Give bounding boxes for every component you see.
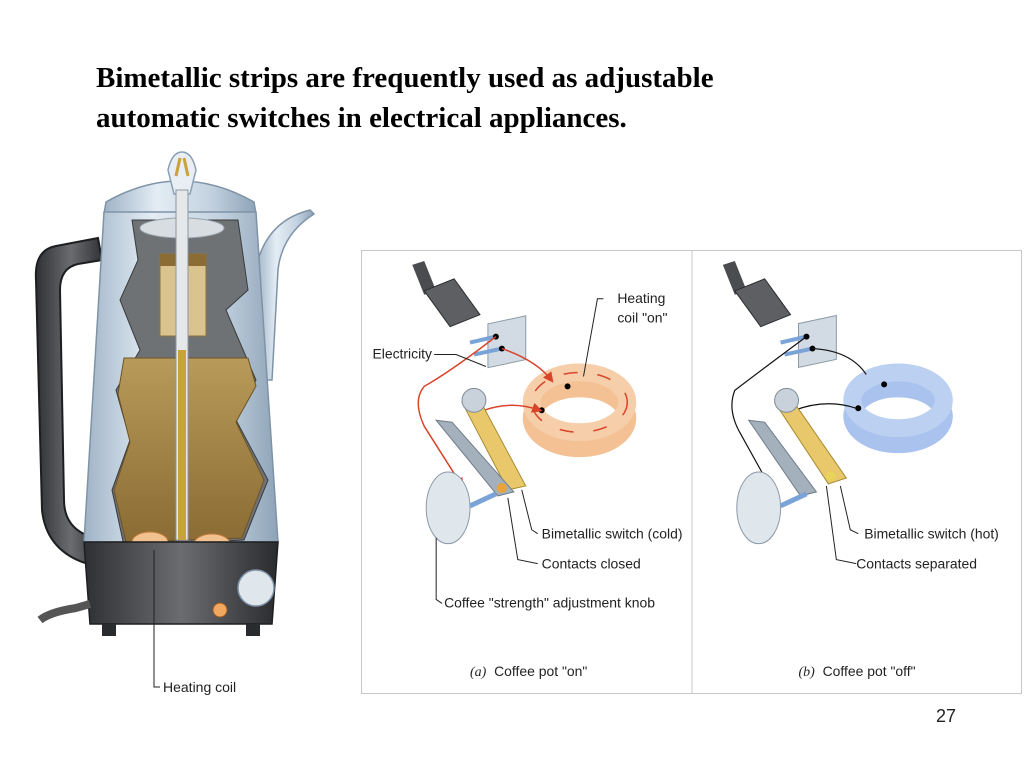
bimetallic-switch-hot-label: Bimetallic switch (hot): [864, 526, 999, 542]
percolator-cutaway-illustration: Heating coil: [20, 150, 350, 710]
panel-a-on: Heating coil "on" Electricity Bimetallic…: [372, 260, 683, 680]
slide-title: Bimetallic strips are frequently used as…: [96, 58, 916, 138]
heating-coil-on-label-line1: Heating: [617, 290, 665, 306]
contacts-closed-label: Contacts closed: [542, 556, 641, 572]
current-path-a: [501, 347, 554, 383]
caption-a-letter: (a): [470, 665, 487, 680]
slide-title-line-2: automatic switches in electrical applian…: [96, 102, 627, 134]
plug-icon-b: [722, 260, 837, 368]
adjustment-knob-icon-a: [425, 471, 497, 545]
switch-diagram-panel: Heating coil "on" Electricity Bimetallic…: [361, 250, 1022, 694]
power-cord: [37, 600, 92, 624]
contacts-separated-label: Contacts separated: [856, 556, 977, 572]
strength-knob: [237, 569, 275, 607]
adjustment-knob-icon-b: [736, 471, 808, 545]
pot-base: [83, 541, 279, 625]
indicator-light: [212, 602, 228, 618]
bimetallic-switch-cold-label: Bimetallic switch (cold): [542, 526, 683, 542]
heating-coil-on-label-line2: coil "on": [617, 310, 667, 326]
percolator-drawing: Heating coil: [34, 151, 316, 695]
panel-b-off: Bimetallic switch (hot) Contacts separat…: [722, 260, 999, 680]
switch-diagram: Heating coil "on" Electricity Bimetallic…: [372, 251, 999, 693]
slide-page-number: 27: [936, 706, 957, 726]
caption-b: (b) Coffee pot "off": [799, 663, 916, 680]
heating-coil-hot-icon: [522, 363, 637, 458]
brewed-coffee: [113, 357, 265, 543]
caption-b-text: Coffee pot "off": [823, 663, 916, 679]
electricity-label: Electricity: [372, 346, 432, 362]
caption-a-text: Coffee pot "on": [494, 663, 587, 679]
heating-coil-leader: [153, 550, 160, 688]
heating-coil-cold-icon: [843, 363, 953, 454]
slide-title-line-1: Bimetallic strips are frequently used as…: [96, 62, 714, 94]
heating-coil-label: Heating coil: [163, 679, 236, 695]
contacts-closed-dot: [496, 482, 507, 493]
pot-spout: [255, 209, 316, 381]
contacts-separated-dot: [825, 471, 836, 481]
caption-b-letter: (b): [799, 665, 816, 680]
glass-knob: [167, 151, 197, 195]
caption-a: (a) Coffee pot "on": [470, 663, 587, 680]
strength-knob-label: Coffee "strength" adjustment knob: [444, 594, 655, 610]
